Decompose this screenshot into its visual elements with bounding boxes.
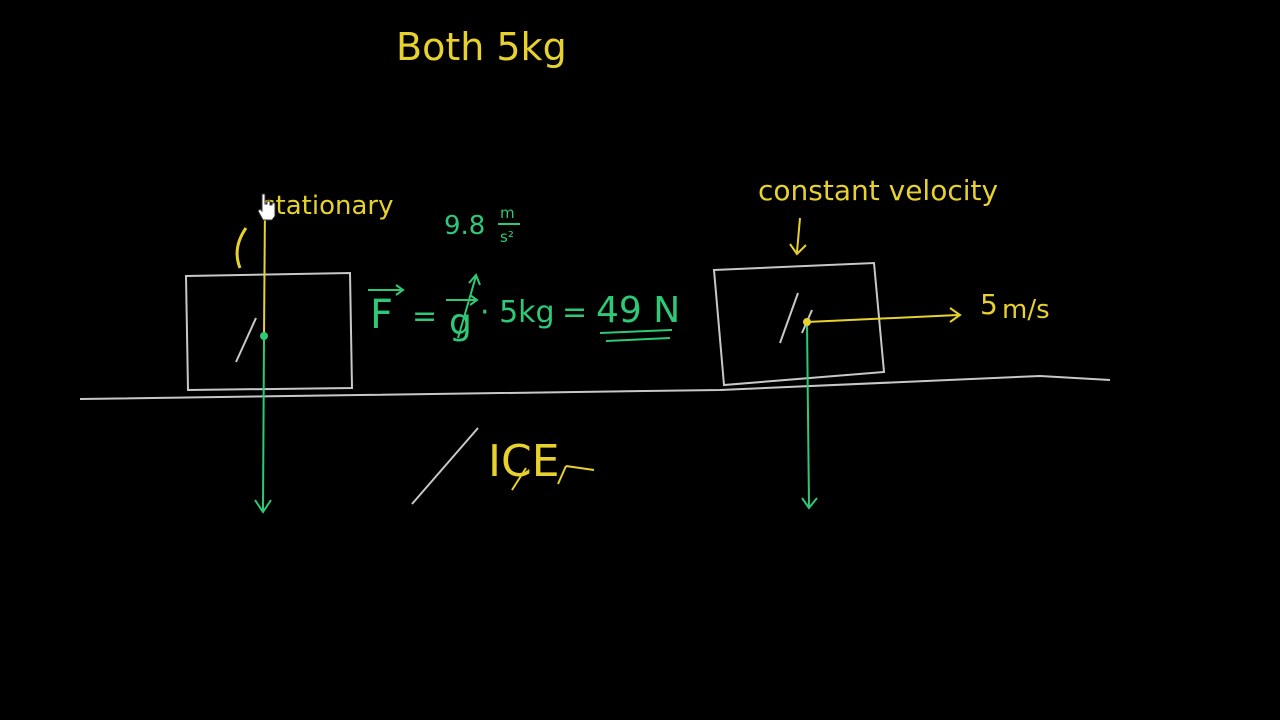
- equation-g: g: [449, 302, 472, 343]
- left-box: [184, 271, 354, 392]
- right-gravity-arrowhead: [801, 497, 818, 510]
- ground-line: [79, 374, 1111, 400]
- result-underline-2: [605, 337, 671, 342]
- left-box-hatch: [235, 317, 257, 363]
- constant-velocity-pointer-head: [789, 243, 807, 256]
- ice-label: ICE: [488, 436, 560, 487]
- left-center-dot: [260, 332, 268, 340]
- velocity-arrow: [806, 314, 959, 323]
- g-up-arrow-head: [468, 273, 481, 286]
- right-box-hatch-1: [779, 292, 799, 344]
- stationary-leader-line: [263, 204, 266, 337]
- velocity-arrowhead: [949, 307, 962, 323]
- equation-mass: · 5kg: [480, 295, 555, 330]
- ice-hatch-1: [511, 467, 527, 491]
- title-text: Both 5kg: [396, 25, 567, 69]
- g-unit-denominator: s²: [500, 228, 514, 246]
- velocity-value: 5: [980, 288, 998, 321]
- g-up-arrow-line: [457, 275, 477, 339]
- left-gravity-arrow: [262, 335, 265, 511]
- g-value-text: 9.8: [444, 211, 485, 241]
- velocity-unit: m/s: [1002, 295, 1050, 325]
- equation-equals-2: =: [562, 295, 587, 330]
- right-center-dot: [803, 318, 811, 326]
- equation-equals-1: =: [412, 299, 437, 334]
- right-gravity-arrow: [806, 321, 810, 507]
- left-gravity-arrowhead: [254, 499, 272, 514]
- constant-velocity-pointer: [796, 217, 801, 253]
- ice-hatch-3: [565, 465, 595, 471]
- hand-pointer-icon: [257, 193, 276, 221]
- right-box: [712, 261, 886, 387]
- result-underline-1: [599, 329, 673, 334]
- constant-velocity-label: constant velocity: [758, 174, 998, 207]
- equation-force: F: [370, 292, 393, 338]
- force-vector-head: [395, 284, 405, 296]
- stationary-label: stationary: [262, 191, 394, 221]
- equation-result: 49 N: [596, 290, 680, 331]
- ice-hatch-2: [557, 465, 567, 485]
- stationary-pointer: [235, 227, 248, 269]
- g-vector-head: [469, 294, 479, 306]
- g-unit-numerator: m: [500, 204, 515, 222]
- ice-hatch-line: [411, 427, 479, 505]
